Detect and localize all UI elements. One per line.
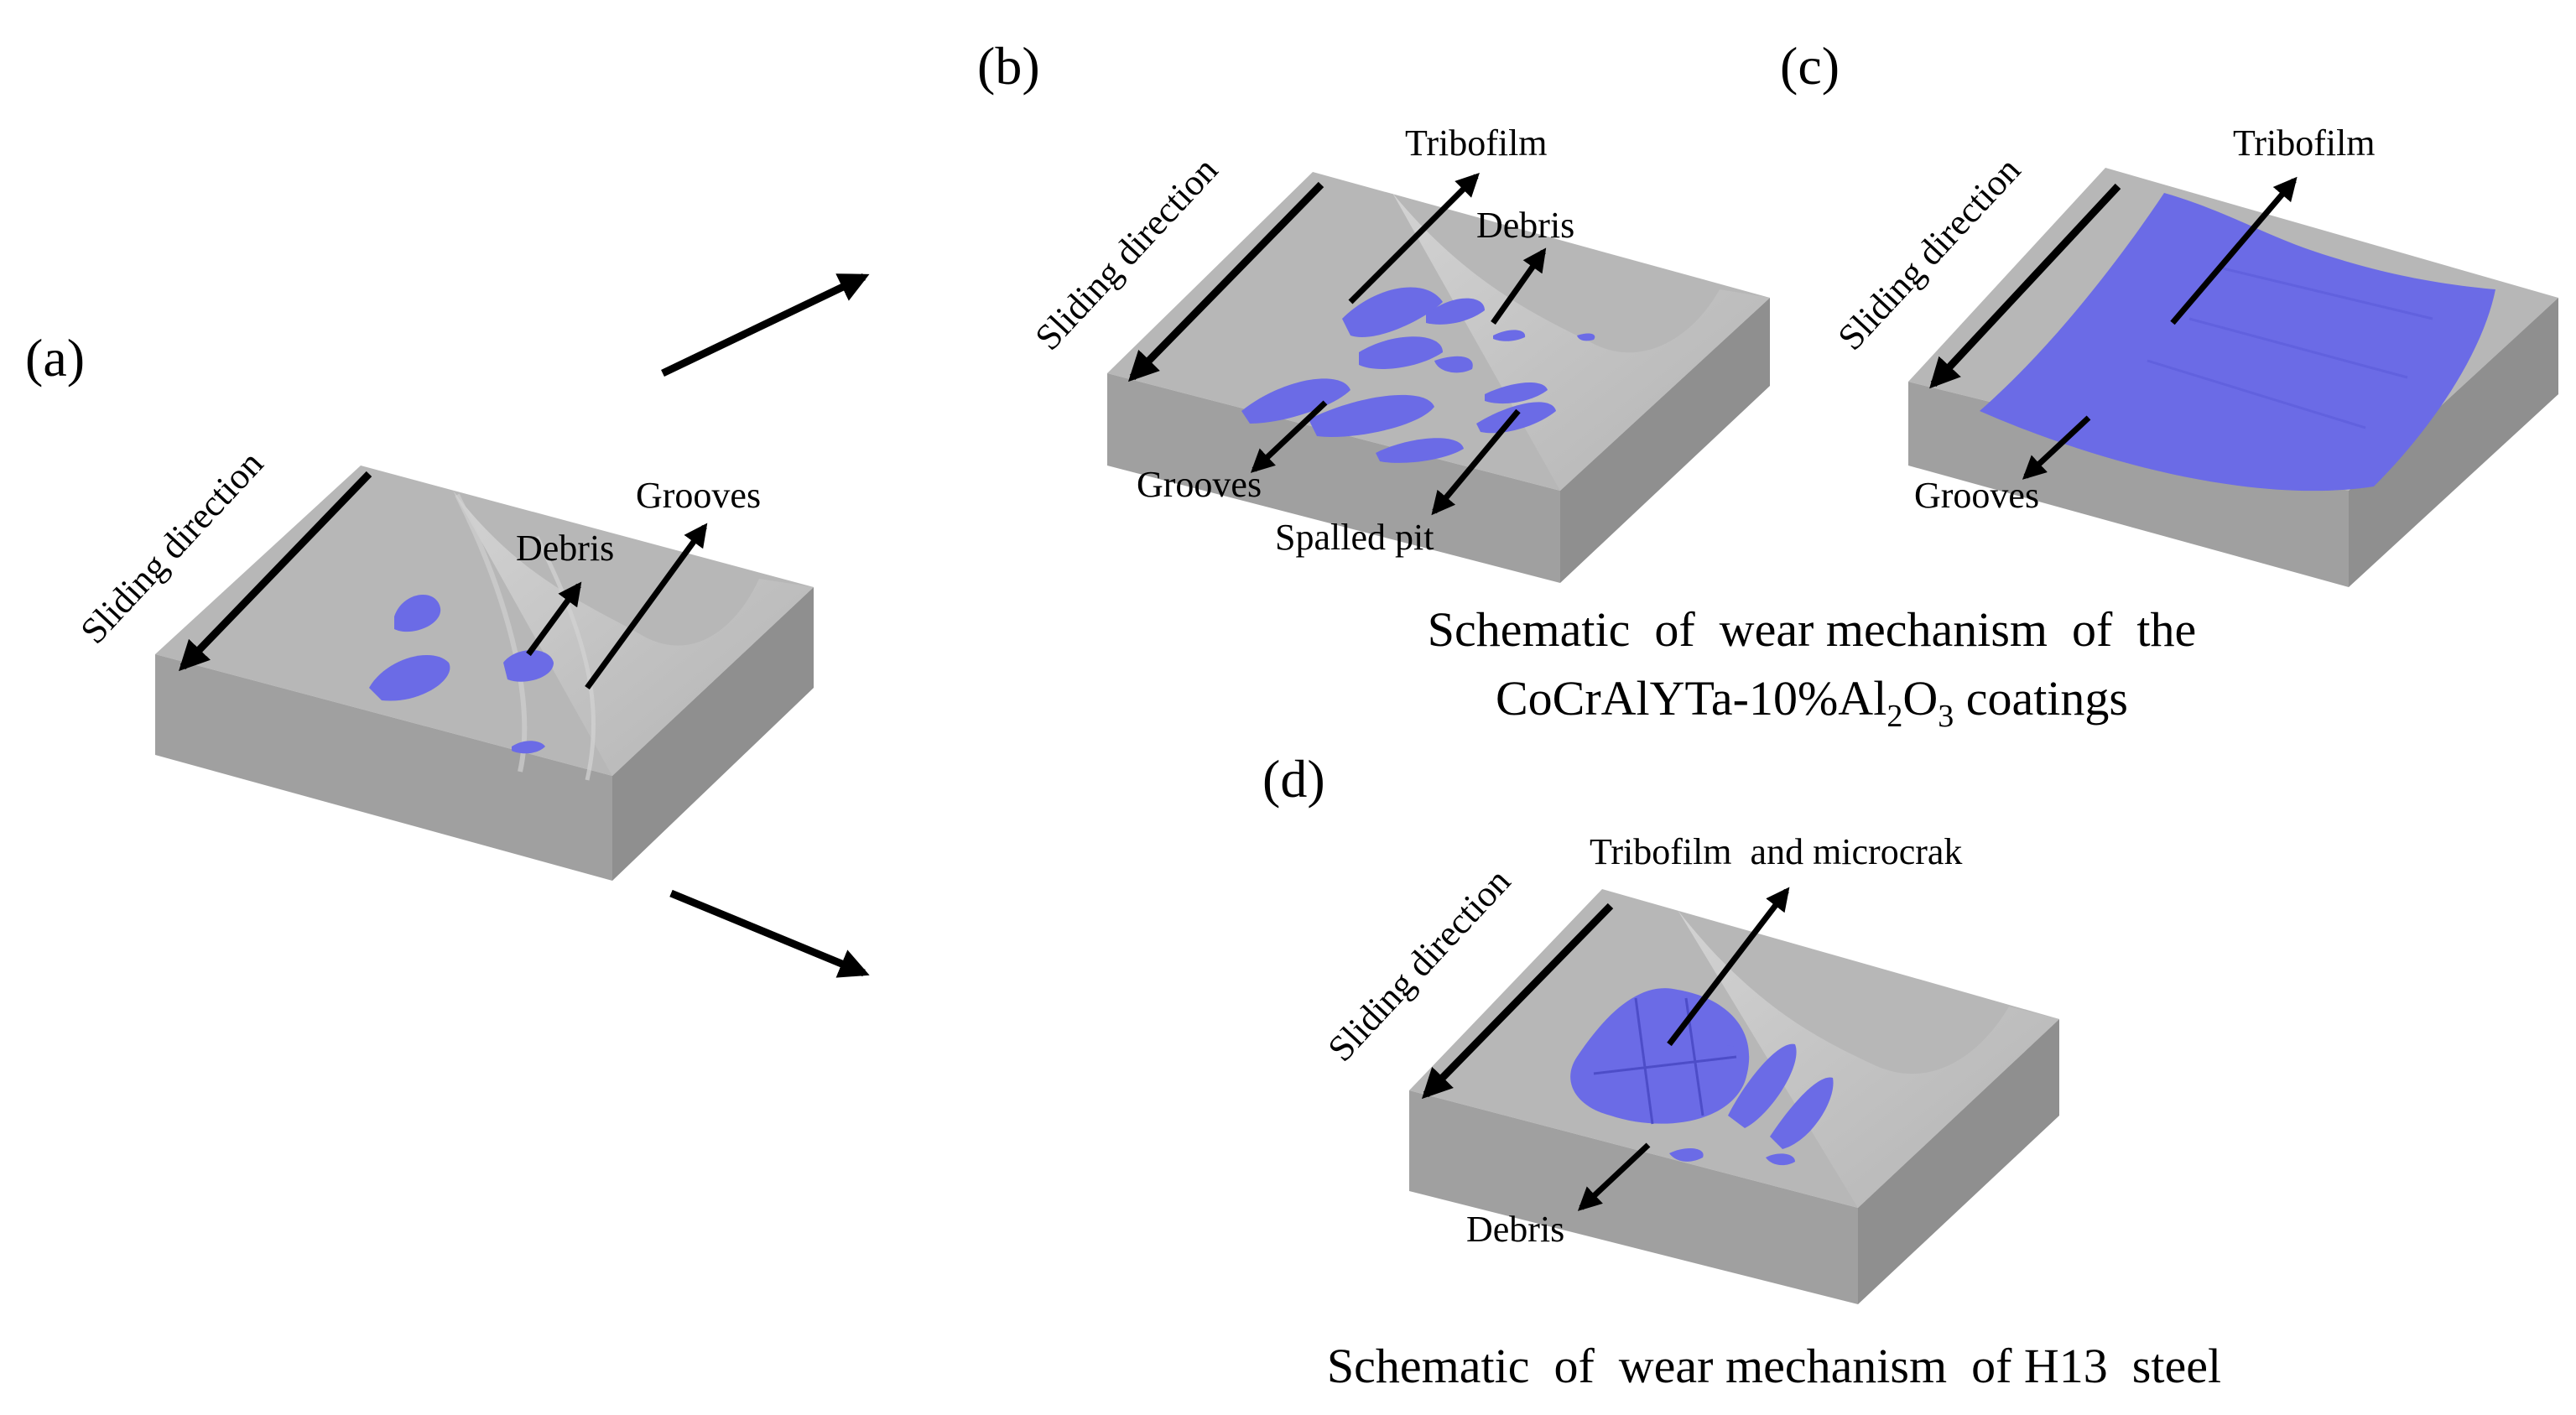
panel-b-debris-label: Debris: [1476, 205, 1574, 246]
panel-d-tribofilm-arrow: [1667, 887, 1790, 1047]
panel-a-grooves-arrow: [585, 523, 708, 690]
panel-d-sliding-arrow: [1421, 903, 1614, 1100]
panel-c-grooves-arrow: [2022, 415, 2091, 480]
caption-coatings: Schematic of wear mechanism of the CoCrA…: [1428, 602, 2196, 734]
panel-b: (b) Sliding direction Tribofilm Debris: [977, 36, 1770, 583]
panel-a-debris-arrow: [526, 581, 582, 657]
panel-b-grooves-label: Grooves: [1137, 464, 1262, 505]
arrow-to-panel-b: [661, 273, 870, 377]
panel-b-debris-arrow: [1491, 247, 1547, 325]
panel-c-tribofilm-arrow: [2170, 176, 2298, 325]
panel-d: (d) Sliding direction Tribofilm and micr…: [1262, 749, 2059, 1304]
panel-c-sliding-arrow: [1929, 183, 2121, 389]
arrow-to-panel-d: [669, 889, 870, 978]
caption-coatings-line1: Schematic of wear mechanism of the: [1428, 602, 2196, 657]
panel-b-tribofilm-label: Tribofilm: [1405, 122, 1548, 164]
panel-b-spalled-label: Spalled pit: [1275, 517, 1434, 558]
panel-d-letter: (d): [1262, 749, 1325, 809]
panel-b-tribofilm: [1241, 287, 1595, 463]
panel-a-block: [155, 466, 814, 881]
panel-a-debris-label: Debris: [516, 528, 614, 569]
panel-b-tribofilm-arrow: [1348, 173, 1480, 304]
panel-c-tribofilm: [1980, 193, 2495, 492]
panel-b-block: [1107, 172, 1770, 583]
panel-d-debris-label: Debris: [1466, 1209, 1564, 1250]
panel-c-tribofilm-label: Tribofilm: [2233, 122, 2376, 164]
panel-c-grooves-label: Grooves: [1914, 475, 2039, 516]
panel-d-tribofilm: [1570, 988, 1834, 1166]
panel-b-grooves-arrow: [1250, 400, 1328, 473]
panel-a-debris: [369, 594, 554, 754]
panel-a-letter: (a): [25, 328, 85, 388]
panel-c: (c) Sliding direction Tribofilm Grooves: [1780, 36, 2558, 587]
panel-b-spalled-arrow: [1431, 408, 1521, 516]
panel-a-sliding-arrow: [178, 471, 372, 672]
panel-d-debris-arrow: [1577, 1142, 1651, 1211]
panel-b-letter: (b): [977, 36, 1040, 96]
caption-steel: Schematic of wear mechanism of H13 steel: [1327, 1339, 2221, 1393]
panel-c-letter: (c): [1780, 36, 1840, 96]
panel-d-tribofilm-label: Tribofilm and microcrak: [1590, 831, 1962, 872]
panel-b-sliding-arrow: [1127, 181, 1324, 382]
panel-a: (a) Sliding direction Debris Grooves: [25, 328, 814, 881]
panel-a-grooves-label: Grooves: [636, 475, 761, 516]
caption-coatings-line2: CoCrAlYTa-10%Al2O3 coatings: [1496, 671, 2128, 734]
